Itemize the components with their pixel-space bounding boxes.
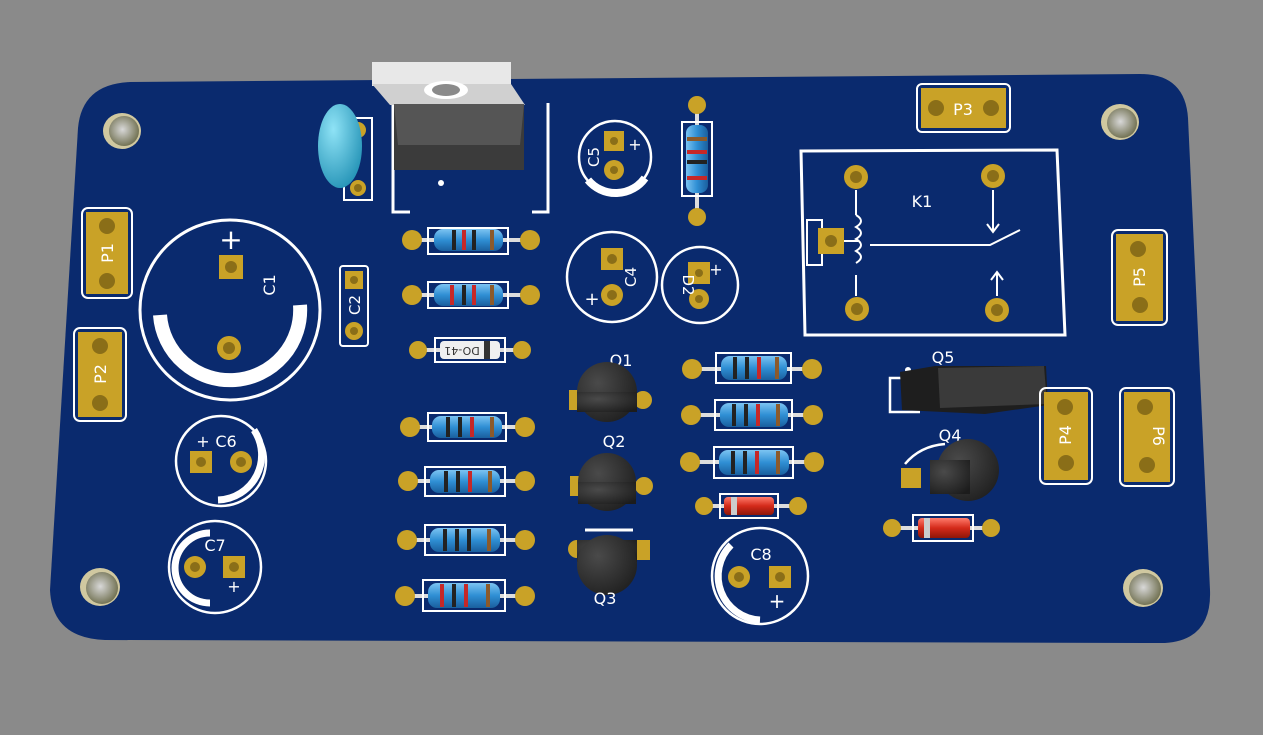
resistor-r3 xyxy=(400,412,535,442)
label-q2: Q2 xyxy=(603,432,626,451)
resistor-r10 xyxy=(680,446,824,479)
capacitor-c4: C4 + xyxy=(565,230,659,324)
label-p2: P2 xyxy=(91,364,110,384)
label-q4: Q4 xyxy=(939,426,962,445)
label-p5: P5 xyxy=(1130,267,1149,287)
diode-package-label: DO-41 xyxy=(444,344,479,357)
transistor-q4: Q4 xyxy=(901,426,999,501)
label-c2: C2 xyxy=(346,295,364,315)
connector-p5: P5 xyxy=(1111,229,1168,326)
transistor-q5: Q5 xyxy=(888,348,1048,414)
label-p1: P1 xyxy=(98,243,117,263)
transistor-q3: Q3 xyxy=(568,528,650,608)
ceramic-capacitor xyxy=(318,104,373,201)
capacitor-c6: + C6 xyxy=(174,414,268,508)
connector-p6: P6 xyxy=(1119,387,1175,487)
c6-plus: + xyxy=(196,432,209,451)
resistor-r7 xyxy=(681,96,713,226)
resistor-r2 xyxy=(402,281,540,309)
c1-plus: + xyxy=(219,223,242,256)
label-c1: C1 xyxy=(260,274,279,295)
capacitor-c7: C7 + xyxy=(167,519,263,615)
capacitor-c2: C2 xyxy=(339,265,369,347)
label-c4: C4 xyxy=(622,267,640,287)
c7-plus: + xyxy=(227,577,240,596)
label-q3: Q3 xyxy=(594,589,617,608)
connector-p4: P4 xyxy=(1039,387,1093,485)
transistor-q1: Q1 xyxy=(569,351,652,422)
capacitor-c8: C8 + xyxy=(710,526,810,626)
resistor-r8 xyxy=(682,352,822,384)
connector-p2: P2 xyxy=(73,327,127,422)
capacitor-c1: C1 + xyxy=(138,218,322,402)
label-p3: P3 xyxy=(953,100,973,119)
resistor-r1 xyxy=(402,227,540,255)
label-d2: D2 xyxy=(679,274,697,295)
label-q5: Q5 xyxy=(932,348,955,367)
connector-p1: P1 xyxy=(81,207,133,299)
diode-d1 xyxy=(695,493,807,519)
label-c8: C8 xyxy=(750,545,771,564)
voltage-regulator xyxy=(372,62,550,214)
connector-p3: P3 xyxy=(916,83,1011,133)
transistor-q2: Q2 xyxy=(570,432,653,511)
mounting-holes xyxy=(80,104,1163,607)
resistor-r4 xyxy=(398,466,535,497)
c5-plus: + xyxy=(628,135,641,154)
diode-do41: DO-41 xyxy=(409,337,531,363)
led-d2: D2 + xyxy=(660,245,740,325)
c4-plus: + xyxy=(584,289,599,310)
relay-k1: K1 xyxy=(799,148,1067,337)
resistor-r5 xyxy=(397,524,535,556)
label-p6: P6 xyxy=(1149,426,1168,446)
diode-d3 xyxy=(883,514,1000,542)
label-p4: P4 xyxy=(1056,425,1075,445)
label-k1: K1 xyxy=(912,192,933,211)
resistor-r6 xyxy=(395,579,535,612)
label-c7: C7 xyxy=(204,536,225,555)
resistor-r9 xyxy=(681,399,823,431)
label-c6: C6 xyxy=(215,432,236,451)
pcb-board xyxy=(50,74,1211,643)
c8-plus: + xyxy=(769,589,786,613)
capacitor-c5: C5 + xyxy=(577,119,653,198)
d2-plus: + xyxy=(709,260,722,279)
label-c5: C5 xyxy=(585,147,603,167)
